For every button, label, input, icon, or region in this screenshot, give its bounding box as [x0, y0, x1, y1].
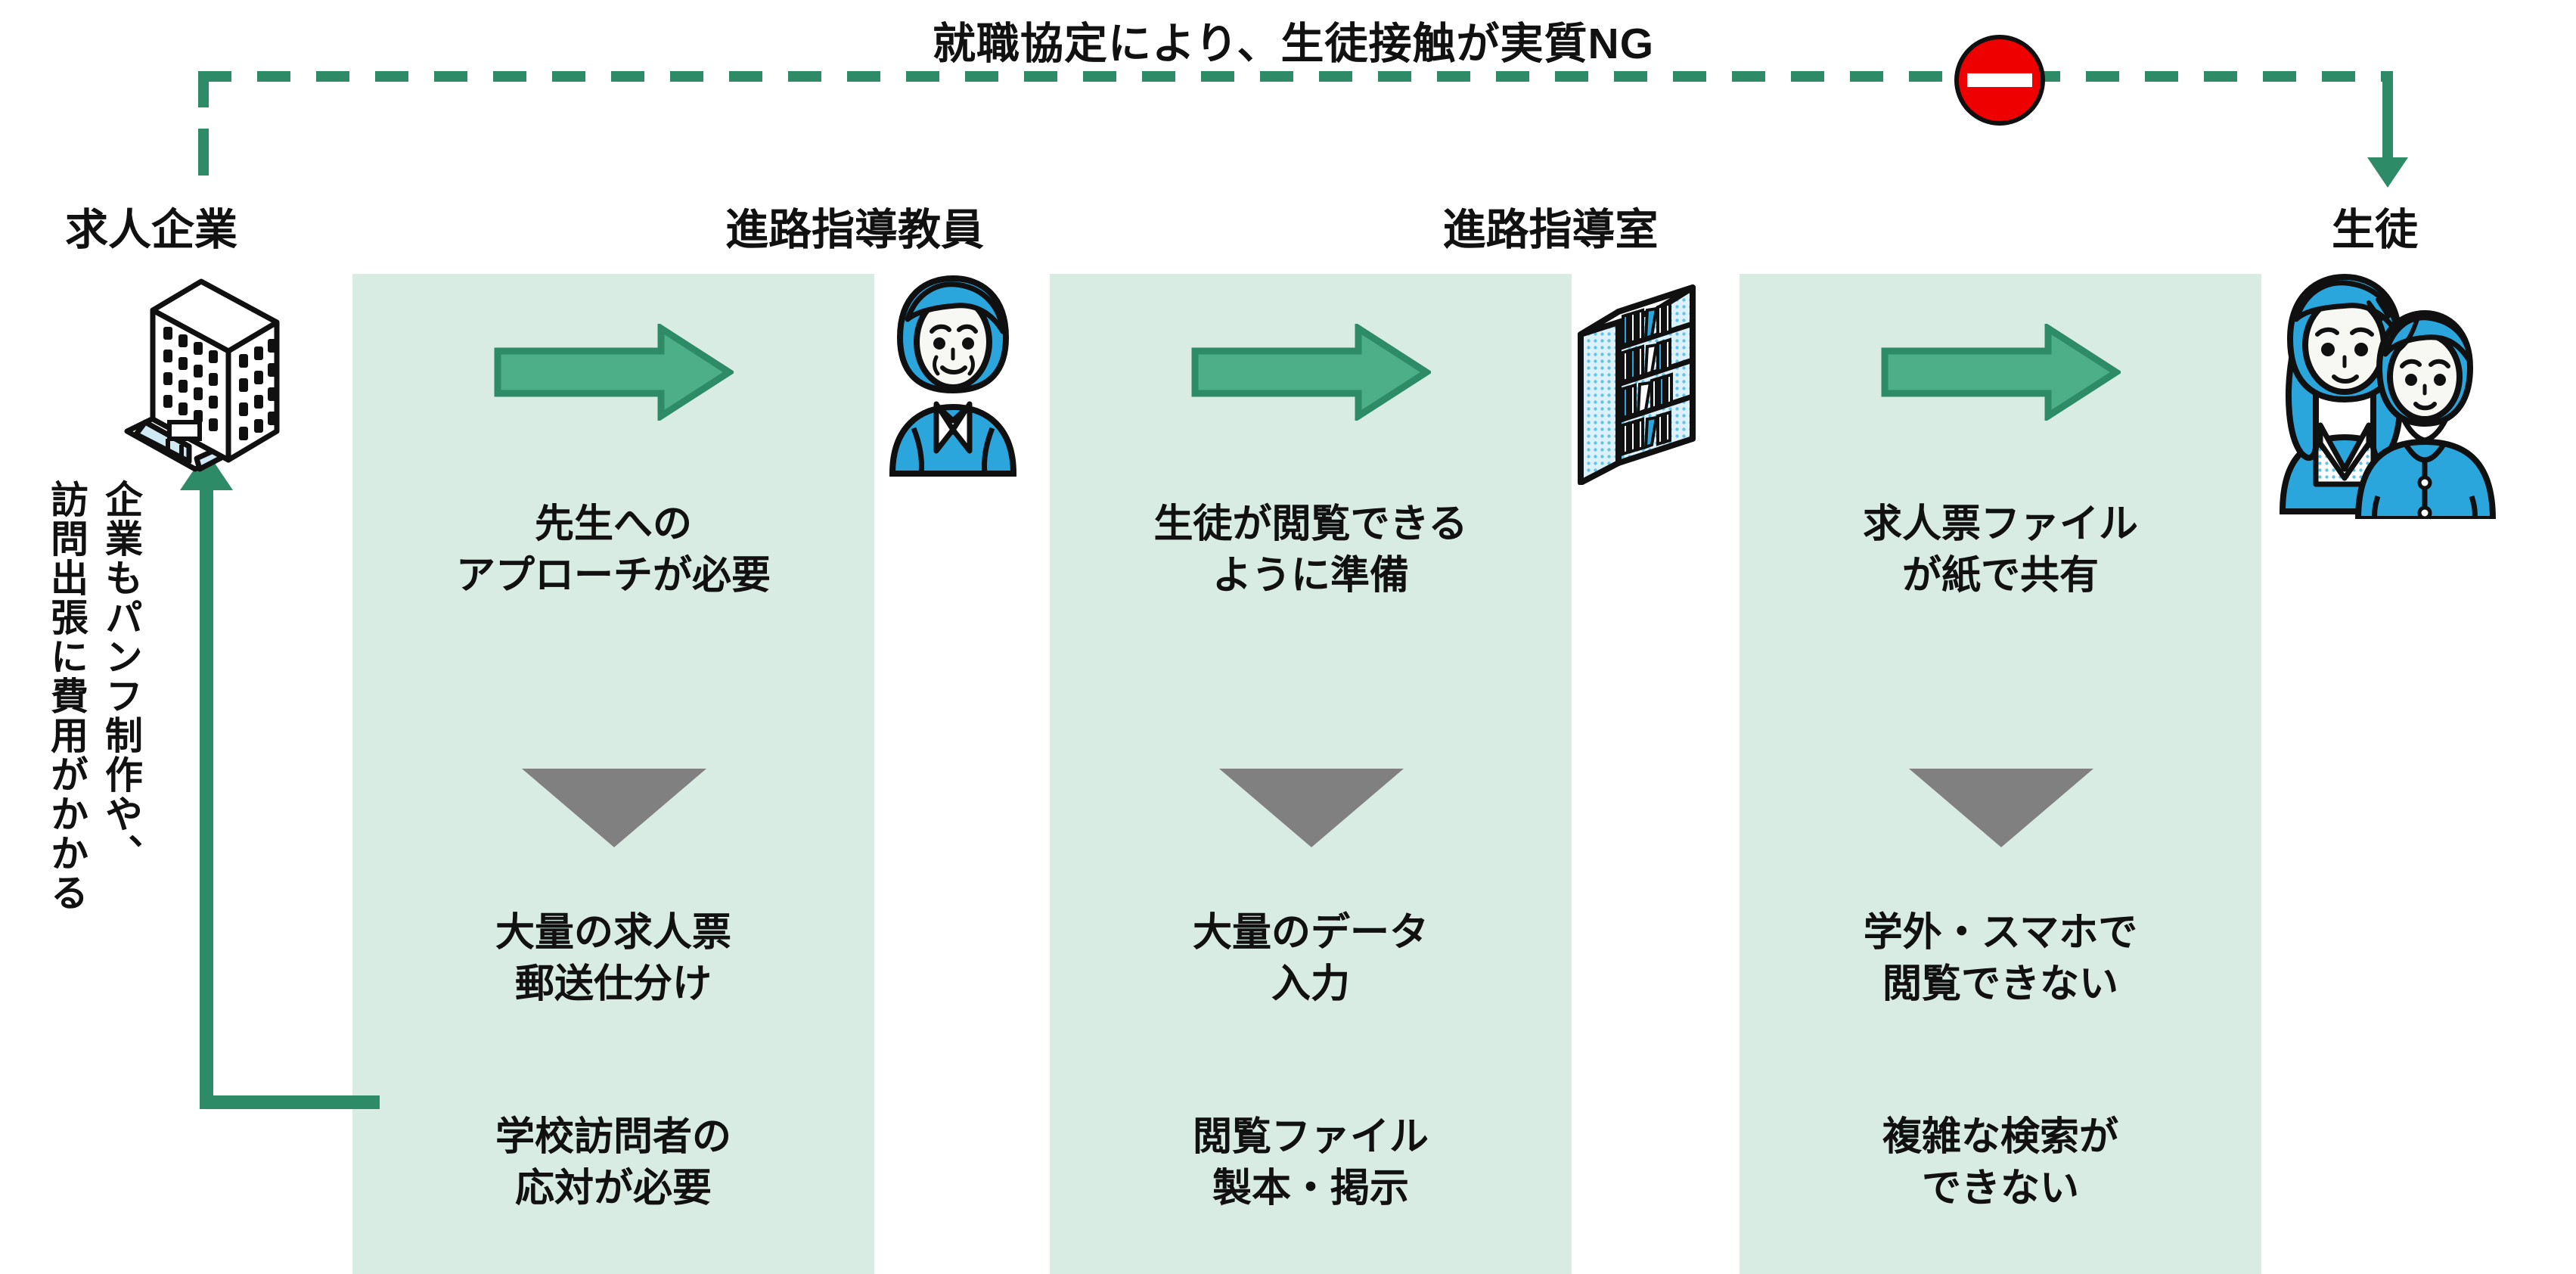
- issue-text-col-2-2: 閲覧ファイル 製本・掲示: [1192, 1115, 1429, 1210]
- cost-note-line-1: 企業もパンフ制作や、: [100, 480, 142, 873]
- cost-note-line-2: 訪問出張に費用がかかる: [45, 480, 88, 912]
- down-triangle-icon-col-2: [1219, 769, 1404, 847]
- issue-text-col-3-1: 学外・スマホで 閲覧できない: [1863, 911, 2138, 1006]
- no-entry-icon: [1954, 35, 2045, 126]
- right-arrow-icon-col-1: [493, 324, 734, 421]
- office-building-icon: [106, 271, 295, 490]
- issue-text-col-2-1: 大量のデータ 入力: [1192, 911, 1429, 1006]
- feedback-arrow-base: [200, 1095, 380, 1109]
- down-triangle-icon-col-3: [1909, 769, 2093, 847]
- issue-text-col-1-1: 大量の求人票 郵送仕分け: [495, 911, 731, 1006]
- actor-label-room: 進路指導室: [1442, 206, 1659, 254]
- right-arrow-icon-col-2: [1190, 324, 1431, 421]
- dashed-connector-right-stub: [2382, 71, 2393, 162]
- dashed-connector-horizontal: [198, 71, 2393, 82]
- issue-text-col-1-2: 学校訪問者の 応対が必要: [495, 1115, 731, 1210]
- down-triangle-icon-col-1: [522, 769, 706, 847]
- action-text-col-3: 求人票ファイル が紙で共有: [1862, 502, 2138, 598]
- dashed-connector-arrowhead-icon: [2367, 157, 2408, 188]
- dashed-connector-left-stub-lower: [198, 129, 209, 176]
- dashed-connector-left-stub-upper: [198, 71, 209, 107]
- action-text-col-2: 生徒が閲覧できる ように準備: [1153, 502, 1468, 598]
- actor-label-students: 生徒: [2332, 206, 2418, 254]
- teacher-person-icon: [877, 269, 1029, 485]
- feedback-arrow-stem: [200, 486, 213, 1109]
- top-restriction-note: 就職協定により、生徒接触が実質NG: [932, 20, 1655, 68]
- students-icon: [2269, 269, 2496, 519]
- right-arrow-icon-col-3: [1880, 324, 2121, 421]
- issue-text-col-3-2: 複雑な検索が できない: [1882, 1115, 2118, 1210]
- bookshelf-icon: [1572, 269, 1723, 485]
- actor-label-company: 求人企業: [65, 206, 237, 254]
- actor-label-teacher: 進路指導教員: [725, 206, 984, 254]
- action-text-col-1: 先生への アプローチが必要: [455, 502, 771, 598]
